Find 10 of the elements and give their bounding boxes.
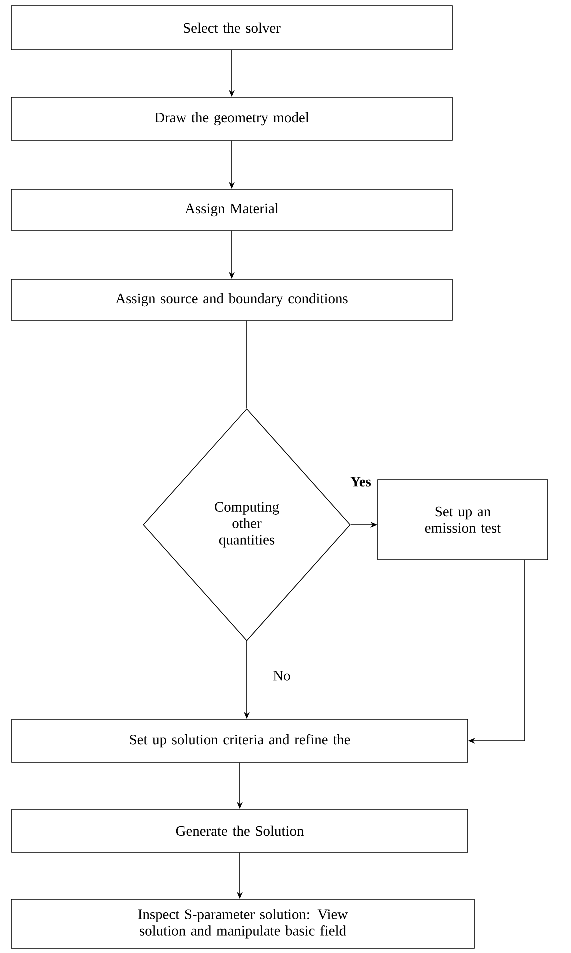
process-box: Draw the geometry model [11,97,453,141]
process-box: Assign Material [11,189,453,231]
process-box: Inspect S-parameter solution: View solution and manipulate basic field [11,899,475,949]
process-box: Generate the Solution [12,809,468,853]
process-box: Assign source and boundary conditions [11,279,453,321]
edge-label: Yes [350,476,372,488]
edge-label: No [272,670,292,682]
process-box: Select the solver [11,6,453,50]
process-box: Set up an emission test [378,480,548,560]
process-box: Set up solution criteria and refine the [12,719,468,763]
